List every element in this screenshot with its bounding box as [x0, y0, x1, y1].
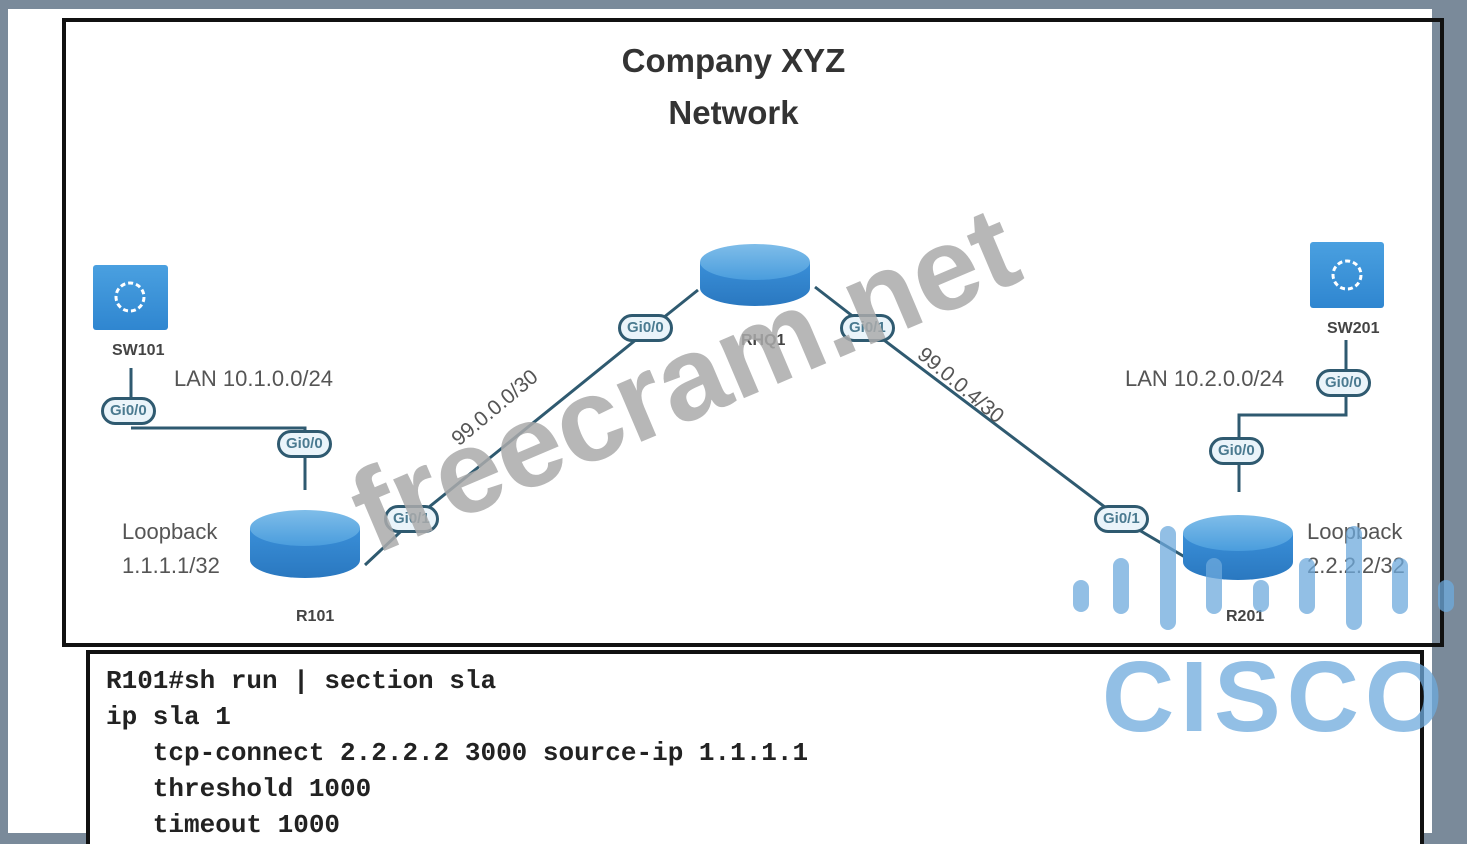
- router-icon: [250, 510, 360, 578]
- iface-rhq1-gi0-0: Gi0/0: [618, 314, 673, 342]
- cli-output-panel: R101#sh run | section sla ip sla 1 tcp-c…: [86, 650, 1424, 844]
- device-label-r201: R201: [1226, 608, 1265, 625]
- iface-rhq1-gi0-1: Gi0/1: [840, 314, 895, 342]
- iface-r201-gi0-1: Gi0/1: [1094, 505, 1149, 533]
- device-label-sw201: SW201: [1327, 320, 1380, 337]
- loopback-addr-r101: 1.1.1.1/32: [122, 553, 220, 578]
- router-icon: [1183, 515, 1293, 580]
- cisco-bar: [1346, 526, 1362, 630]
- cli-line: timeout 1000: [106, 810, 341, 840]
- device-label-r101: R101: [296, 608, 335, 625]
- cisco-bar: [1206, 558, 1222, 614]
- diagram-frame: [62, 18, 1444, 647]
- cisco-bar: [1113, 558, 1129, 614]
- lan-label-right: LAN 10.2.0.0/24: [1125, 366, 1285, 391]
- link-r101-rhq1: [363, 288, 699, 567]
- cli-line: tcp-connect 2.2.2.2 3000 source-ip 1.1.1…: [106, 738, 809, 768]
- cisco-bar: [1438, 580, 1454, 612]
- diagram-subtitle: Network: [668, 94, 799, 131]
- switch-icon: [1310, 242, 1384, 308]
- iface-r201-gi0-0: Gi0/0: [1209, 437, 1264, 465]
- device-label-sw101: SW101: [112, 342, 165, 359]
- cisco-bar: [1073, 580, 1089, 612]
- link-rhq1-r201: [814, 285, 1191, 562]
- lan-label-left: LAN 10.1.0.0/24: [174, 366, 334, 391]
- iface-r101-gi0-1: Gi0/1: [384, 505, 439, 533]
- device-label-rhq1: RHQ1: [741, 332, 786, 349]
- cli-line: ip sla 1: [106, 702, 231, 732]
- iface-r101-gi0-0: Gi0/0: [277, 430, 332, 458]
- cisco-bar: [1299, 558, 1315, 614]
- cisco-bar: [1392, 558, 1408, 614]
- loopback-label-r101: Loopback: [122, 519, 218, 544]
- cli-line: R101#sh run | section sla: [106, 666, 497, 696]
- switch-icon: [93, 265, 168, 330]
- cisco-wordmark: CISCO: [1102, 641, 1449, 753]
- diagram-title: Company XYZ: [621, 42, 846, 79]
- router-icon: [700, 244, 810, 306]
- iface-sw201-gi0-0: Gi0/0: [1316, 369, 1371, 397]
- cli-line: threshold 1000: [106, 774, 372, 804]
- iface-sw101-gi0-0: Gi0/0: [101, 397, 156, 425]
- cisco-bar: [1253, 580, 1269, 612]
- cisco-bar: [1160, 526, 1176, 630]
- link-r201-sw201: [1237, 340, 1348, 492]
